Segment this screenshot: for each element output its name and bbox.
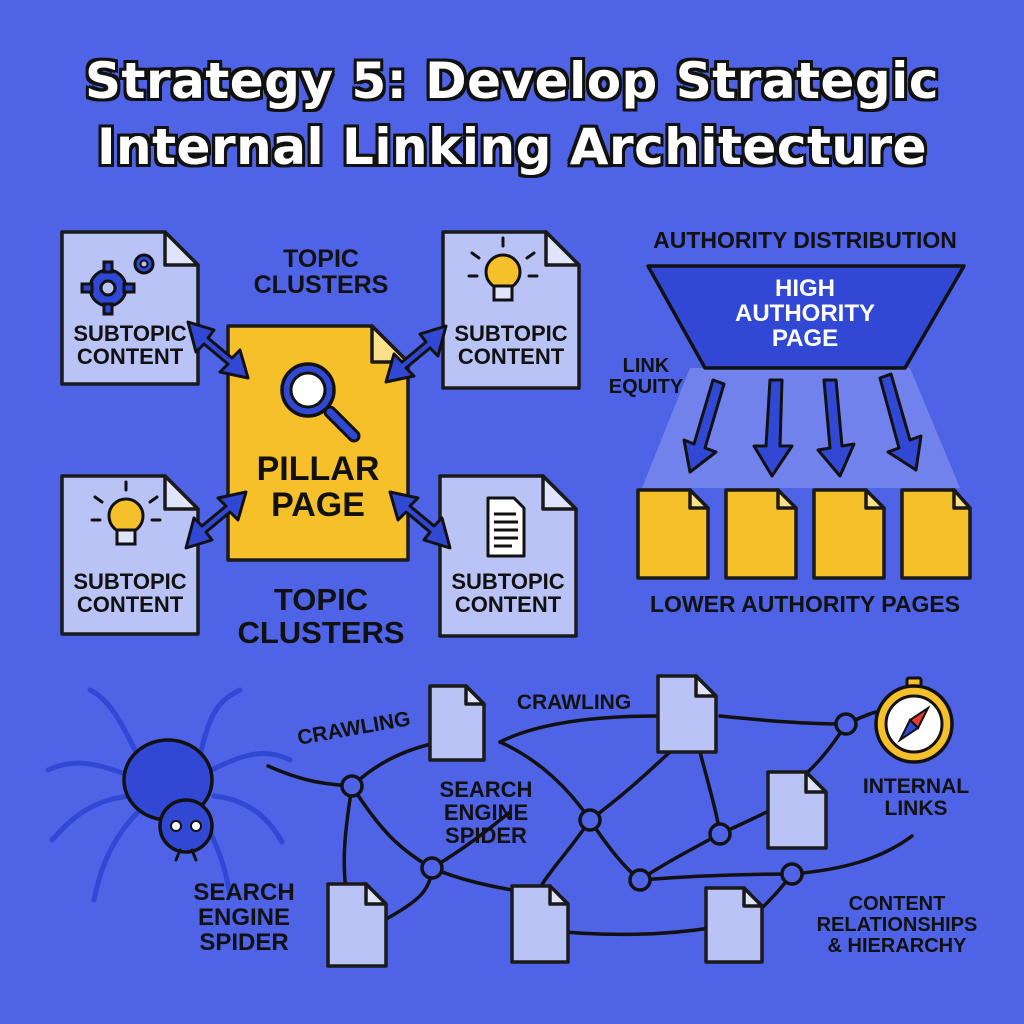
document-icon — [486, 496, 526, 558]
internal-links-label: INTERNAL LINKS — [862, 775, 970, 821]
authority-distribution-heading: AUTHORITY DISTRIBUTION — [653, 227, 957, 253]
subtopic-page-top-left — [60, 230, 200, 386]
subtopic-label-bottom-right: SUBTOPIC CONTENT — [451, 569, 565, 618]
content-relationships-label: CONTENT RELATIONSHIPS & HIERARCHY — [816, 893, 978, 957]
topic-clusters-top-label: TOPIC CLUSTERS — [253, 245, 389, 300]
high-authority-page-label: HIGH AUTHORITY PAGE — [735, 275, 875, 353]
arrow-pillar-bottom-right — [388, 490, 452, 550]
lower-authority-folders — [636, 488, 972, 580]
title-line-2: Internal Linking Architecture — [96, 118, 928, 176]
subtopic-label-top-left: SUBTOPIC CONTENT — [73, 321, 187, 370]
link-equity-arrows — [682, 372, 923, 478]
high-authority-funnel — [646, 264, 966, 370]
pillar-page-label: PILLAR PAGE — [256, 450, 380, 524]
arrow-pillar-top-right — [384, 324, 448, 384]
subtopic-label-top-right: SUBTOPIC CONTENT — [454, 321, 568, 370]
pillar-page — [226, 324, 410, 562]
link-equity-beam — [642, 368, 960, 488]
network-nodes — [340, 712, 858, 892]
search-engine-spider-label: SEARCH ENGINE SPIDER — [193, 879, 295, 957]
gears-icon — [80, 253, 155, 316]
subtopic-page-bottom-left — [60, 474, 200, 636]
search-engine-spider-mid-label: SEARCH ENGINE SPIDER — [439, 777, 533, 849]
arrow-pillar-bottom-left — [184, 490, 248, 550]
lower-authority-pages-label: LOWER AUTHORITY PAGES — [649, 591, 961, 617]
subtopic-page-top-right — [441, 230, 581, 390]
title-line-1: Strategy 5: Develop Strategic — [85, 52, 939, 110]
magnifier-icon — [280, 362, 361, 443]
network-pages — [326, 674, 828, 968]
arrow-pillar-top-left — [186, 320, 250, 380]
topic-clusters-bottom-label: TOPIC CLUSTERS — [237, 582, 405, 650]
lightbulb-icon — [467, 236, 539, 302]
subtopic-label-bottom-left: SUBTOPIC CONTENT — [73, 569, 187, 618]
crawling-label-top: CRAWLING — [516, 691, 632, 714]
link-equity-label: LINK EQUITY — [608, 355, 684, 398]
spider-icon — [45, 687, 293, 903]
lightbulb-icon — [90, 480, 162, 546]
compass-icon — [874, 676, 954, 764]
